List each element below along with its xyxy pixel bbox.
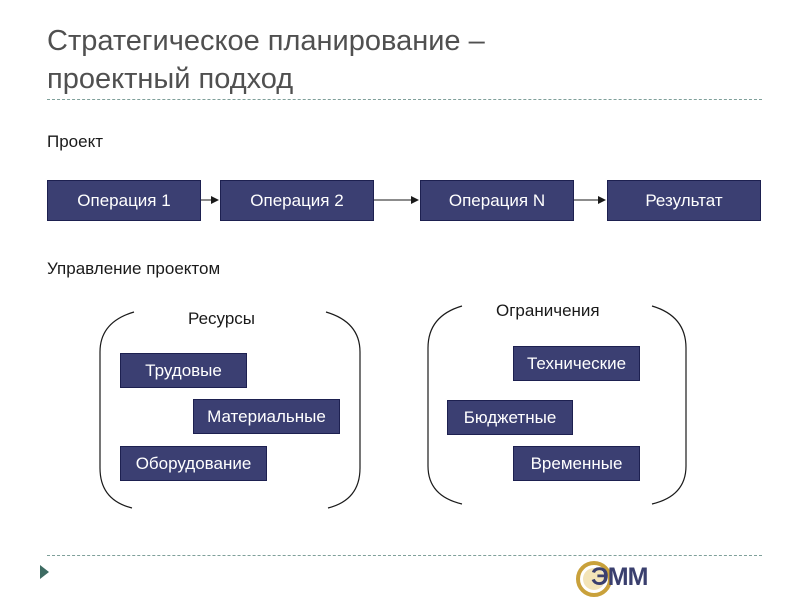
- step-operation-1: Операция 1: [47, 180, 201, 221]
- slide-title-line-2: проектный подход: [47, 63, 294, 95]
- bottom-divider: [47, 555, 762, 556]
- resource-material: Материальные: [193, 399, 340, 434]
- constraint-budget: Бюджетные: [447, 400, 573, 435]
- management-label: Управление проектом: [47, 259, 221, 278]
- next-slide-arrow-icon[interactable]: [40, 565, 49, 579]
- resources-label: Ресурсы: [188, 309, 256, 328]
- resources-left-brace: [99, 311, 135, 509]
- constraint-technical: Технические: [513, 346, 640, 381]
- emm-logo-icon: [576, 561, 612, 597]
- constraints-right-brace: [651, 305, 687, 505]
- top-divider: [47, 99, 762, 100]
- step-operation-n: Операция N: [420, 180, 574, 221]
- resource-equipment: Оборудование: [120, 446, 267, 481]
- constraints-left-brace: [427, 305, 463, 505]
- constraints-label: Ограничения: [496, 301, 600, 320]
- project-label: Проект: [47, 132, 103, 151]
- step-operation-2: Операция 2: [220, 180, 374, 221]
- resource-labor: Трудовые: [120, 353, 247, 388]
- emm-logo-text: ЭММ: [591, 563, 648, 591]
- resources-right-brace: [325, 311, 361, 509]
- slide-title-line-1: Стратегическое планирование –: [47, 25, 485, 57]
- slide-title: Стратегическое планирование – проектный …: [47, 22, 747, 98]
- constraint-time: Временные: [513, 446, 640, 481]
- step-result: Результат: [607, 180, 761, 221]
